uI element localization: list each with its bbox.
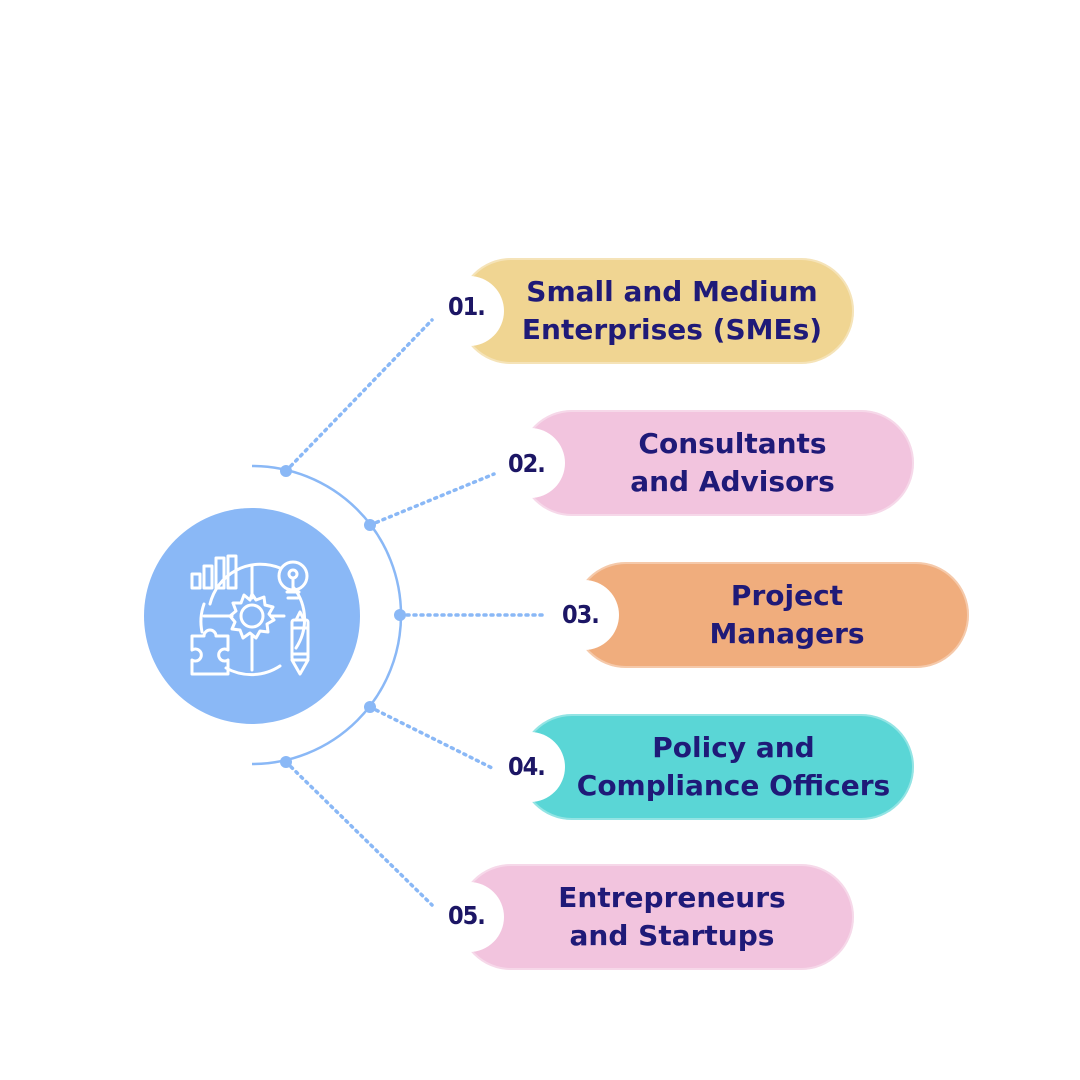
connector-05 xyxy=(284,760,434,907)
item-label-01: Small and Medium Enterprises (SMEs) xyxy=(521,275,823,346)
item-number-02: 02. xyxy=(508,449,546,478)
item-number-04: 04. xyxy=(508,752,546,781)
arc-dot-04 xyxy=(364,701,376,713)
pill-notch xyxy=(495,428,565,498)
arc-dot-02 xyxy=(364,519,376,531)
item-label-04: Policy and Compliance Officers xyxy=(576,731,891,802)
arc-dot-03 xyxy=(394,609,406,621)
item-pill-01: Small and Medium Enterprises (SMEs) xyxy=(434,258,854,364)
item-number-03: 03. xyxy=(562,600,600,629)
item-pill-02: Consultants and Advisors xyxy=(495,410,914,516)
item-pill-05: Entrepreneurs and Startups xyxy=(434,864,854,970)
item-label-05: Entrepreneurs and Startups xyxy=(558,881,786,952)
item-label-03: Project Managers xyxy=(709,579,865,650)
connector-02 xyxy=(368,472,496,527)
item-number-01: 01. xyxy=(448,292,486,321)
arc-dot-05 xyxy=(280,756,292,768)
arc-dot-01 xyxy=(280,465,292,477)
pill-notch xyxy=(549,580,619,650)
pill-notch xyxy=(495,732,565,802)
pill-notch xyxy=(434,882,504,952)
pill-notch xyxy=(434,276,504,346)
item-label-02: Consultants and Advisors xyxy=(630,427,835,498)
item-number-05: 05. xyxy=(448,901,486,930)
item-pill-04: Policy and Compliance Officers xyxy=(495,714,914,820)
hub-circle xyxy=(144,508,360,724)
connector-04 xyxy=(368,705,496,771)
connector-01 xyxy=(284,318,434,473)
item-pill-03: Project Managers xyxy=(549,562,969,668)
business-strategy-icon xyxy=(190,554,310,677)
